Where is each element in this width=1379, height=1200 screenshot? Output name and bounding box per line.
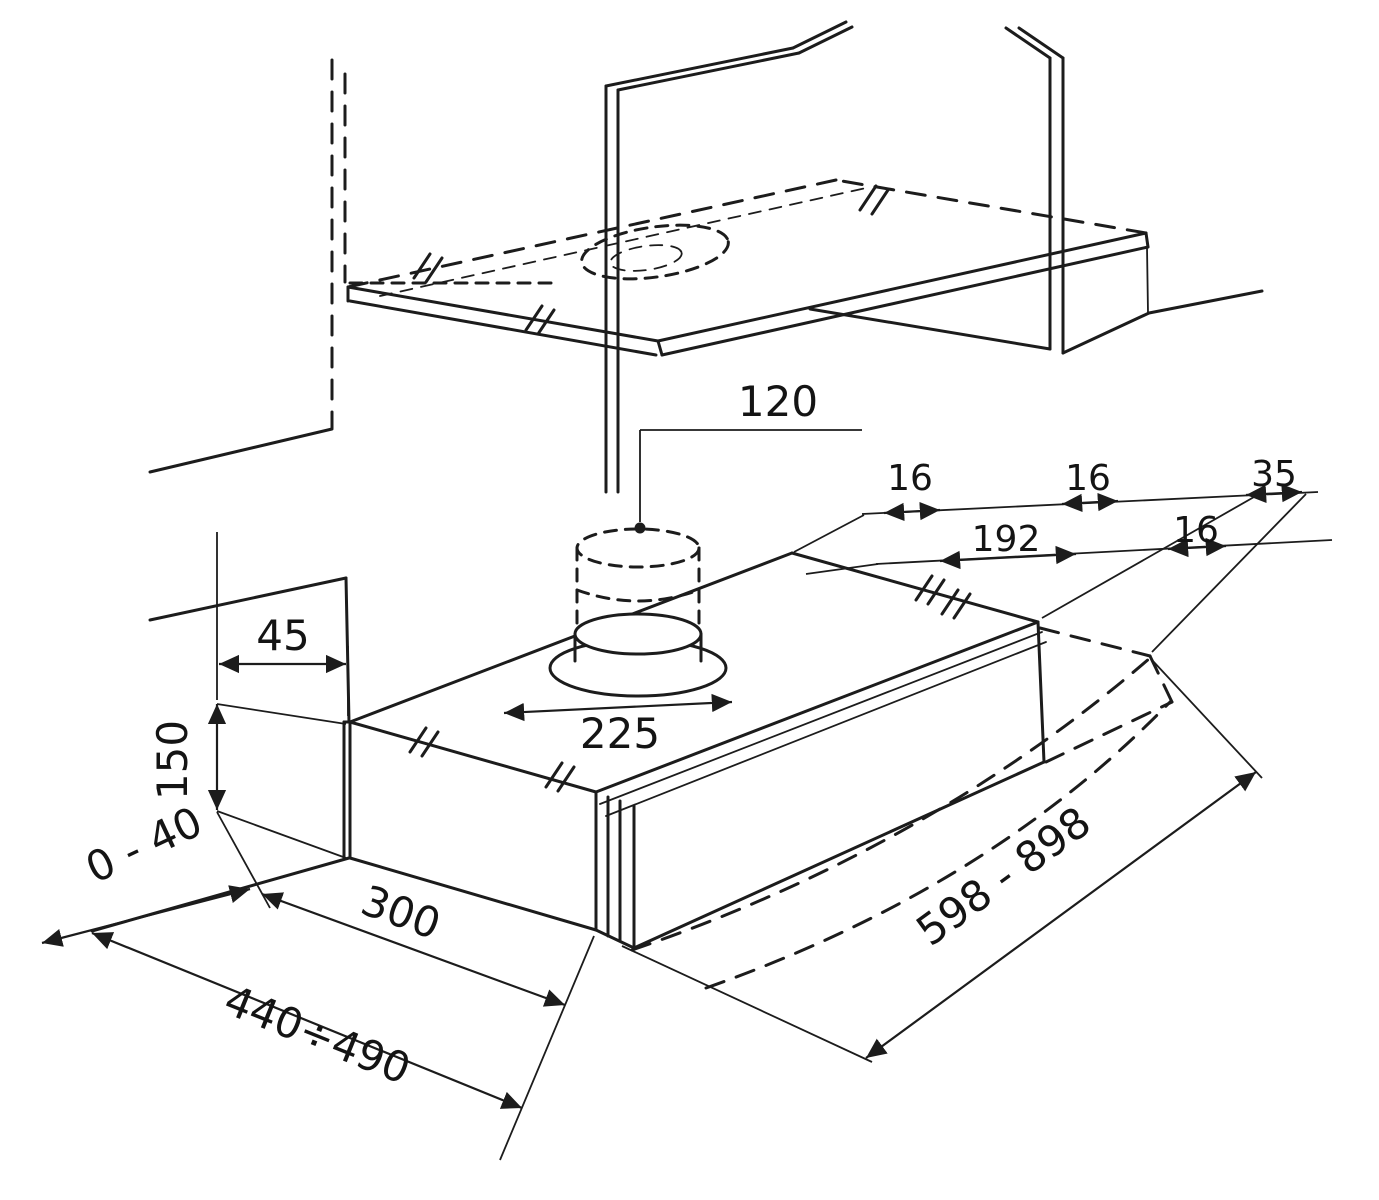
shelf-duct-hole xyxy=(580,223,730,281)
dim-label-300: 300 xyxy=(355,876,447,949)
dimension-cluster-top-right: 16 16 35 192 16 xyxy=(793,454,1333,653)
dim-label-45: 45 xyxy=(256,611,309,660)
leader-dot xyxy=(634,522,646,534)
dim-label-16-a: 16 xyxy=(887,458,933,499)
duct-spigot xyxy=(548,612,728,698)
dim-label-225: 225 xyxy=(580,709,660,758)
cabinet-right-panel xyxy=(808,26,1264,355)
dimension-wall-gap: 0 - 40 xyxy=(41,797,251,947)
dim-label-598-898: 598 - 898 xyxy=(907,797,1099,955)
dim-label-0-40: 0 - 40 xyxy=(78,797,209,893)
dimension-duct-centre: 225 xyxy=(503,693,733,758)
spigot-opening xyxy=(573,612,703,656)
dim-label-35: 35 xyxy=(1251,454,1297,495)
dim-label-440-490: 440÷490 xyxy=(218,975,418,1094)
dimension-duct-diameter: 120 xyxy=(634,377,862,534)
cabinet-front-corner xyxy=(604,20,854,494)
dim-label-150: 150 xyxy=(148,720,197,800)
hood-body xyxy=(342,551,1047,950)
dim-label-16-c: 16 xyxy=(1173,510,1219,551)
dim-label-16-b: 16 xyxy=(1065,458,1111,499)
dim-label-120: 120 xyxy=(738,377,818,426)
dimension-height: 150 xyxy=(148,703,347,859)
dimension-total-depth: 440÷490 xyxy=(91,931,523,1110)
dimension-rear-offset: 45 xyxy=(216,532,349,716)
hatch-marks xyxy=(408,184,972,793)
dim-label-192: 192 xyxy=(972,519,1041,560)
cabinet-shelf xyxy=(346,178,1150,357)
